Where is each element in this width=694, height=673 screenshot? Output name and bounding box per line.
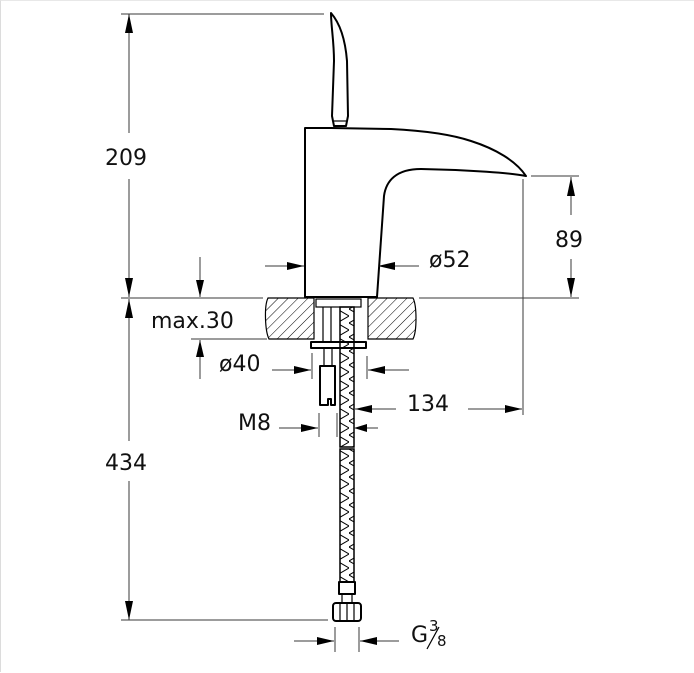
lever-handle	[330, 12, 349, 127]
dimension-spout-height: 89	[531, 175, 583, 297]
dimension-hose-connection: G 3 8	[294, 617, 447, 652]
dimension-counter-thickness: max.30	[151, 257, 267, 379]
dim-label-209: 209	[105, 146, 147, 171]
countertop-section	[264, 297, 417, 340]
dim-label-d40: ø40	[219, 352, 260, 377]
dim-label-d52: ø52	[429, 248, 470, 273]
flexible-hose	[332, 306, 362, 622]
spout-body	[304, 127, 527, 298]
dim-label-g-denominator: 8	[437, 632, 447, 650]
dimension-body-diameter: ø52	[265, 248, 470, 273]
dim-label-max30: max.30	[151, 309, 234, 334]
dim-label-134: 134	[407, 392, 449, 417]
dim-label-89: 89	[555, 228, 583, 253]
dim-label-g-numerator: 3	[429, 617, 439, 635]
faucet-body	[304, 12, 527, 298]
dimension-hose-length: 434	[105, 299, 328, 621]
dim-label-g: G	[411, 623, 428, 648]
dim-label-434: 434	[105, 451, 147, 476]
dimension-thread-size: M8	[238, 411, 378, 437]
dimension-mount-hole: ø40	[219, 352, 409, 379]
dimension-spout-reach: 134	[355, 179, 524, 417]
dim-label-m8: M8	[238, 411, 271, 436]
dimension-total-height: 209	[105, 13, 324, 297]
mounting-hardware	[310, 298, 367, 406]
